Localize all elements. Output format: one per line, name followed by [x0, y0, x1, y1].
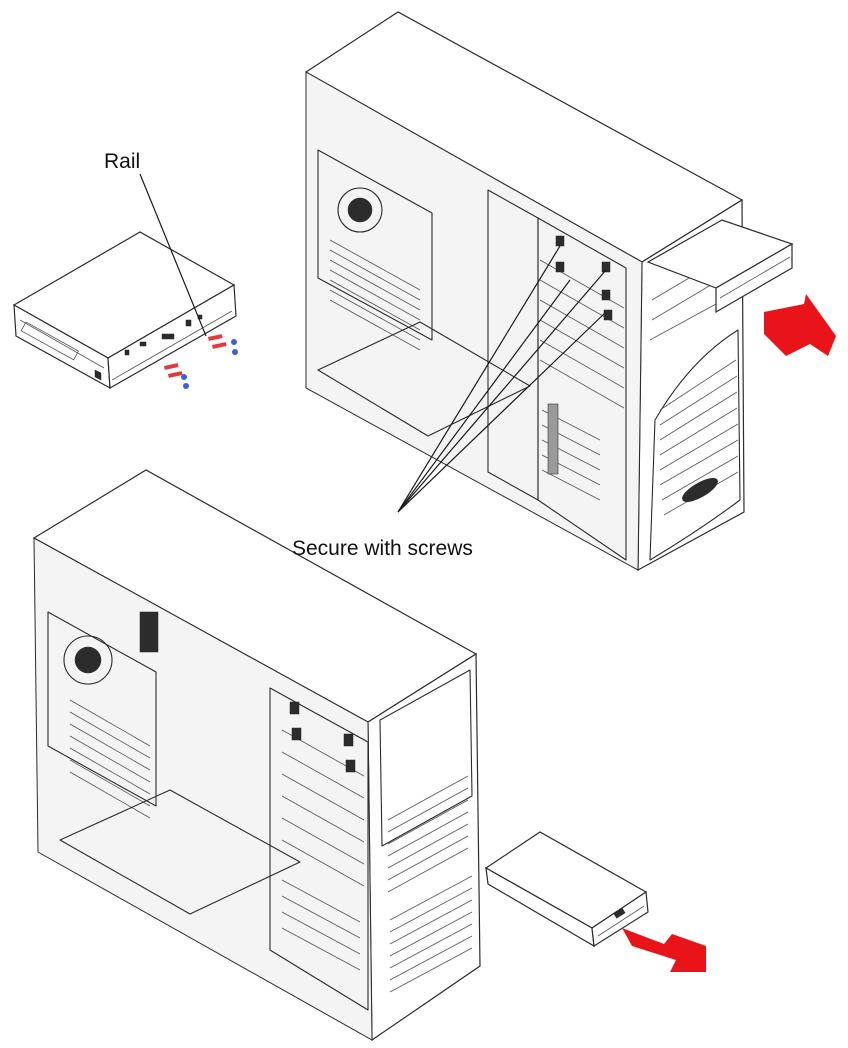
heatsink-fins [69, 699, 151, 819]
secure-with-screws-label: Secure with screws [292, 537, 473, 560]
removed-drive [484, 831, 649, 948]
hard-drive-cage [281, 879, 361, 971]
front-bezel-grille [659, 359, 739, 516]
rail-leader-line [139, 173, 207, 337]
optical-drive-with-rails [12, 231, 237, 390]
rail-screws [164, 334, 238, 389]
screws-leader-lines [397, 245, 607, 513]
heatsink-fins [329, 239, 421, 351]
insert-arrow-icon [764, 294, 836, 356]
rail-label: Rail [104, 150, 141, 173]
tower-case-remove [32, 469, 481, 1042]
tower-case-install [304, 11, 794, 572]
front-vent-grilles [387, 775, 473, 993]
drive-bays [539, 235, 625, 409]
hard-drive-cage [541, 403, 601, 501]
drive-bays [281, 701, 365, 887]
remove-arrow-icon [622, 928, 706, 972]
